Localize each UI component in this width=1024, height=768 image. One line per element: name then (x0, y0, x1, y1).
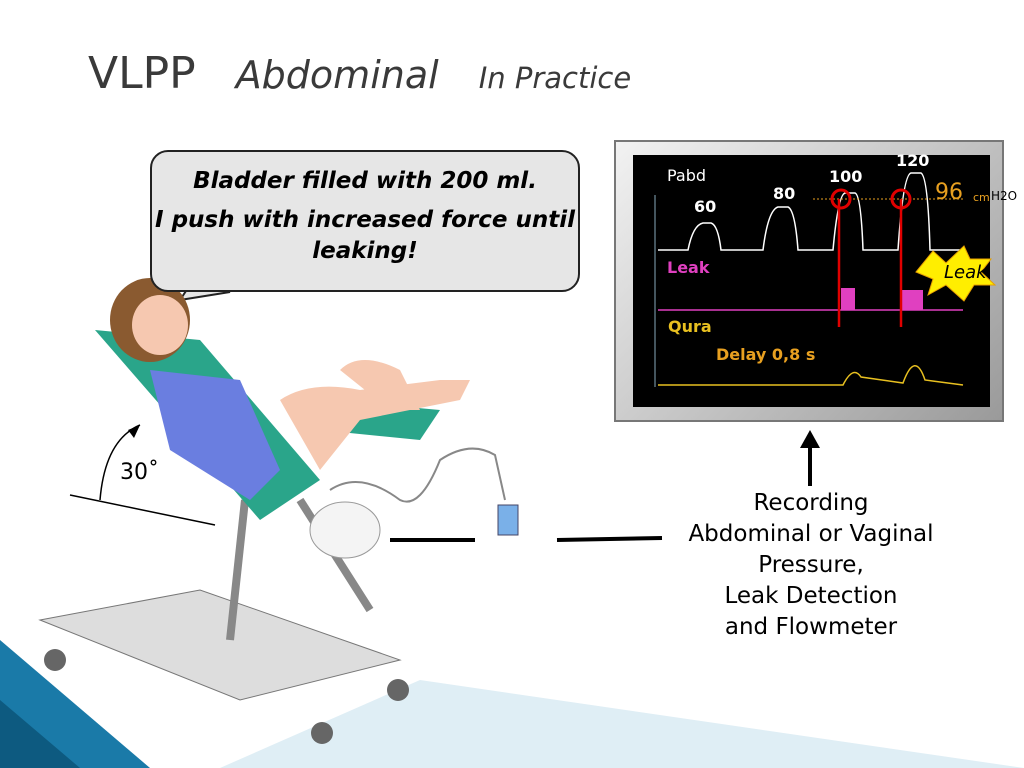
caption-line2: Abdominal or Vaginal (688, 521, 934, 547)
caption-line1: Recording (753, 490, 869, 516)
bubble-line2: I push with increased force until leakin… (155, 207, 575, 264)
label-120: 120 (896, 151, 930, 170)
label-delay: Delay 0,8 s (716, 345, 816, 364)
bubble-line1: Bladder filled with 200 ml. (193, 168, 537, 194)
label-qura: Qura (668, 317, 712, 336)
leak-burst-label: Leak (944, 262, 987, 283)
title-sub-practice: In Practice (478, 61, 632, 95)
qura-trace (658, 365, 964, 386)
slide-title: VLPP Abdominal In Practice (88, 48, 671, 99)
unit-h2o: H2O (991, 189, 1018, 203)
caption-line5: and Flowmeter (724, 614, 898, 640)
leak-burst (915, 245, 997, 302)
label-60: 60 (694, 197, 717, 216)
pabd-trace (658, 172, 963, 251)
collection-bag (497, 504, 519, 536)
caption-line4: Leak Detection (724, 583, 898, 609)
pressure-traces (654, 172, 997, 387)
label-pabd: Pabd (667, 166, 707, 185)
leak-pressure-value: 96 (935, 180, 963, 205)
monitor-screen (633, 155, 990, 407)
label-leak: Leak (667, 258, 710, 277)
title-sub-abdominal: Abdominal (235, 53, 439, 97)
label-100: 100 (829, 167, 863, 186)
title-main: VLPP (88, 48, 196, 99)
caption-line3: Pressure, (758, 552, 864, 578)
speech-bubble: Bladder filled with 200 ml. I push with i… (150, 150, 580, 292)
unit-cm: cm (973, 191, 990, 204)
label-80: 80 (773, 184, 796, 203)
angle-label: 30˚ (120, 460, 159, 485)
woman-patient (110, 278, 470, 500)
